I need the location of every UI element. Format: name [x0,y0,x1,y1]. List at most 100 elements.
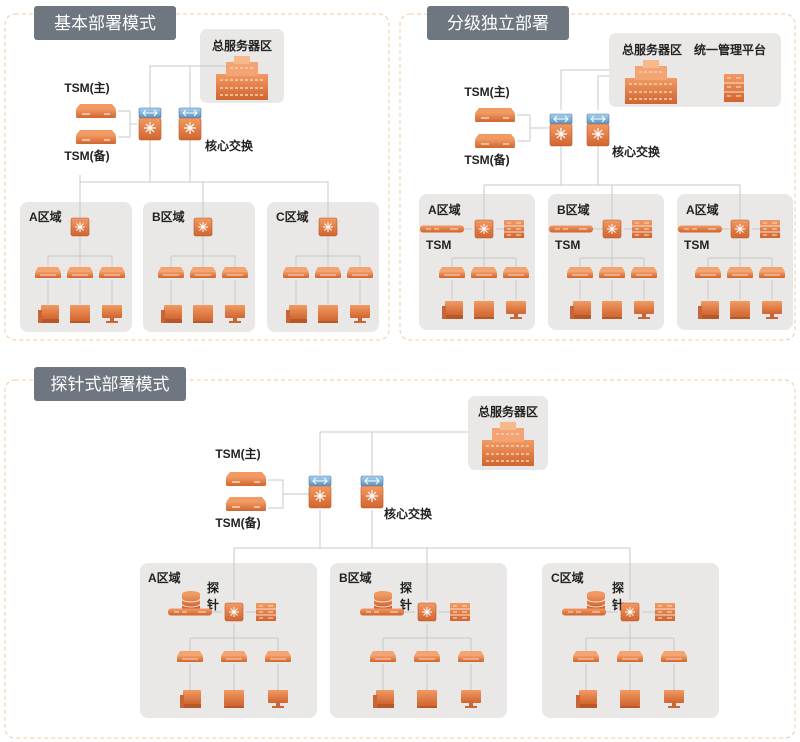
tiered-3-access-switch-3-icon [758,266,786,279]
basic-server-zone-label: 总服务器区 [212,38,272,53]
basic-a-terminal-1-icon [38,305,59,323]
basic-tsm-backup-icon [75,129,117,145]
basic-b-access-switch-1-icon [157,266,185,279]
tiered-zone-2-server-icon [631,219,653,239]
probe-c-access-switch-3-icon [660,650,688,663]
basic-b-terminal-2-icon [193,305,213,323]
probe-tsm-main-icon [225,471,267,487]
probe-devices: 总服务器区 TSM(主) TSM(备) 核心交换 A区域 B区域 C区域 探 针… [148,404,688,708]
tiered-1-access-switch-3-icon [502,266,530,279]
basic-b-access-switch-2-icon [189,266,217,279]
probe-zone-b-switch-icon [417,602,437,622]
probe-core-switch-2-icon [360,485,384,509]
probe-a-terminal-1-icon [180,690,201,708]
probe-zone-b-probe-char-1: 探 [400,580,412,595]
tiered-server-zone-label: 总服务器区 [622,42,682,57]
tiered-section-tag: 分级独立部署 [427,6,569,40]
probe-zone-a-label: A区域 [148,570,181,585]
probe-tsm-main-label: TSM(主) [215,446,260,461]
basic-core-switch-2-top-icon [178,107,202,119]
basic-core-switch-label: 核心交换 [205,138,254,153]
tiered-2-terminal-1-icon [570,301,591,319]
basic-tsm-main-label: TSM(主) [64,80,109,95]
tiered-section-border [399,13,796,341]
probe-zone-a-probe-icon [181,590,201,612]
probe-c-access-switch-2-icon [616,650,644,663]
probe-section-title: 探针式部署模式 [51,375,170,394]
probe-c-access-switch-1-icon [572,650,600,663]
probe-zone-a-server-icon [255,602,277,622]
basic-zone-c-switch-icon [318,217,338,237]
basic-zone-b-switch-icon [193,217,213,237]
tiered-zone-1-tsm-label: TSM [426,238,451,252]
tiered-3-terminal-1-icon [698,301,719,319]
probe-zone-c-label: C区域 [551,570,584,585]
tiered-core-switch-label: 核心交换 [612,144,661,159]
basic-zone-a-switch-icon [70,217,90,237]
probe-zone-c-switch-icon [620,602,640,622]
basic-c-access-switch-1-icon [282,266,310,279]
tiered-1-terminal-2-icon [474,301,494,319]
basic-a-access-switch-2-icon [66,266,94,279]
basic-section-title: 基本部署模式 [54,14,156,33]
probe-zone-a-probe-char-2: 针 [207,597,219,612]
probe-c-terminal-2-icon [620,690,640,708]
probe-core-switch-label: 核心交换 [384,506,433,521]
tiered-core-switch-1-top-icon [549,113,573,125]
probe-tsm-backup-label: TSM(备) [215,515,260,530]
tiered-2-access-switch-2-icon [598,266,626,279]
probe-b-access-switch-3-icon [457,650,485,663]
tiered-zone-2-tsm-icon [548,225,594,233]
tiered-section-title: 分级独立部署 [447,14,549,33]
tiered-zone-3-server-icon [759,219,781,239]
basic-zone-c-label: C区域 [276,209,309,224]
probe-tsm-backup-icon [225,496,267,512]
connection-lines [47,65,773,690]
probe-core-switch-2-top-icon [360,475,384,487]
basic-core-switch-2-icon [178,117,202,141]
tiered-tsm-main-label: TSM(主) [464,84,509,99]
basic-devices: 总服务器区 TSM(主) TSM(备) 核心交换 A区域 B区域 C区域 [29,38,374,323]
basic-c-terminal-1-icon [286,305,307,323]
probe-a-access-switch-3-icon [264,650,292,663]
probe-a-terminal-2-icon [224,690,244,708]
tiered-2-access-switch-1-icon [566,266,594,279]
basic-section-tag: 基本部署模式 [34,6,176,40]
probe-zone-b-server-icon [449,602,471,622]
tiered-core-switch-1-icon [549,123,573,147]
tiered-1-access-switch-1-icon [438,266,466,279]
probe-zone-b-probe-char-2: 针 [400,597,412,612]
probe-section-border [4,379,796,739]
tiered-zone-2-tsm-label: TSM [555,238,580,252]
basic-b-access-switch-3-icon [221,266,249,279]
tiered-core-switch-2-top-icon [586,113,610,125]
basic-zone-b-label: B区域 [152,209,185,224]
probe-zone-b-label: B区域 [339,570,372,585]
probe-b-terminal-1-icon [373,690,394,708]
basic-c-terminal-2-icon [318,305,338,323]
tiered-zone-3-label: A区域 [686,202,719,217]
probe-zone-c-probe-device-icon [561,608,607,616]
tiered-zone-3-switch-icon [730,219,750,239]
tiered-mgmt-server-icon [723,73,745,103]
basic-zone-a-label: A区域 [29,209,62,224]
tiered-zone-1-label: A区域 [428,202,461,217]
probe-zone-c-probe-icon [586,590,606,612]
basic-b-terminal-1-icon [161,305,182,323]
tiered-2-terminal-2-icon [602,301,622,319]
tiered-zone-2-switch-icon [602,219,622,239]
basic-tsm-backup-label: TSM(备) [64,148,109,163]
tiered-mgmt-platform-label: 统一管理平台 [694,42,766,57]
tiered-tsm-backup-icon [474,133,516,149]
probe-a-access-switch-1-icon [176,650,204,663]
tiered-zone-1-server-icon [503,219,525,239]
tiered-2-access-switch-3-icon [630,266,658,279]
basic-a-access-switch-1-icon [34,266,62,279]
basic-core-switch-1-icon [138,117,162,141]
tiered-devices: 总服务器区 统一管理平台 TSM(主) TSM(备) 核心交换 A区域 B区域 … [419,42,786,319]
probe-zone-b-probe-icon [373,590,393,612]
probe-c-terminal-1-icon [576,690,597,708]
tiered-1-access-switch-2-icon [470,266,498,279]
probe-b-access-switch-1-icon [369,650,397,663]
